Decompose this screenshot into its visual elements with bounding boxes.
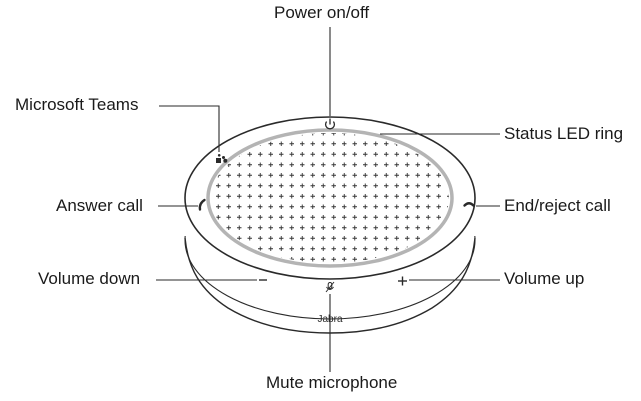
label-answer: Answer call [56, 196, 143, 215]
callout-lines [156, 27, 500, 372]
power-icon[interactable] [324, 118, 336, 130]
teams-icon[interactable] [216, 154, 228, 163]
label-teams: Microsoft Teams [15, 95, 139, 114]
label-end-reject: End/reject call [504, 196, 611, 215]
answer-call-icon[interactable] [198, 198, 206, 211]
end-call-icon[interactable] [463, 202, 475, 207]
label-status-led: Status LED ring [504, 124, 624, 143]
speaker-grille [211, 133, 449, 263]
label-volume-down: Volume down [38, 269, 141, 288]
leader-teams [159, 105, 220, 152]
label-volume-up: Volume up [504, 269, 585, 288]
label-power: Power on/off [274, 3, 370, 22]
label-mute: Mute microphone [266, 373, 398, 392]
status-led-ring [206, 128, 454, 268]
mic-mute-icon[interactable] [325, 281, 335, 293]
plus-icon[interactable] [398, 276, 407, 286]
